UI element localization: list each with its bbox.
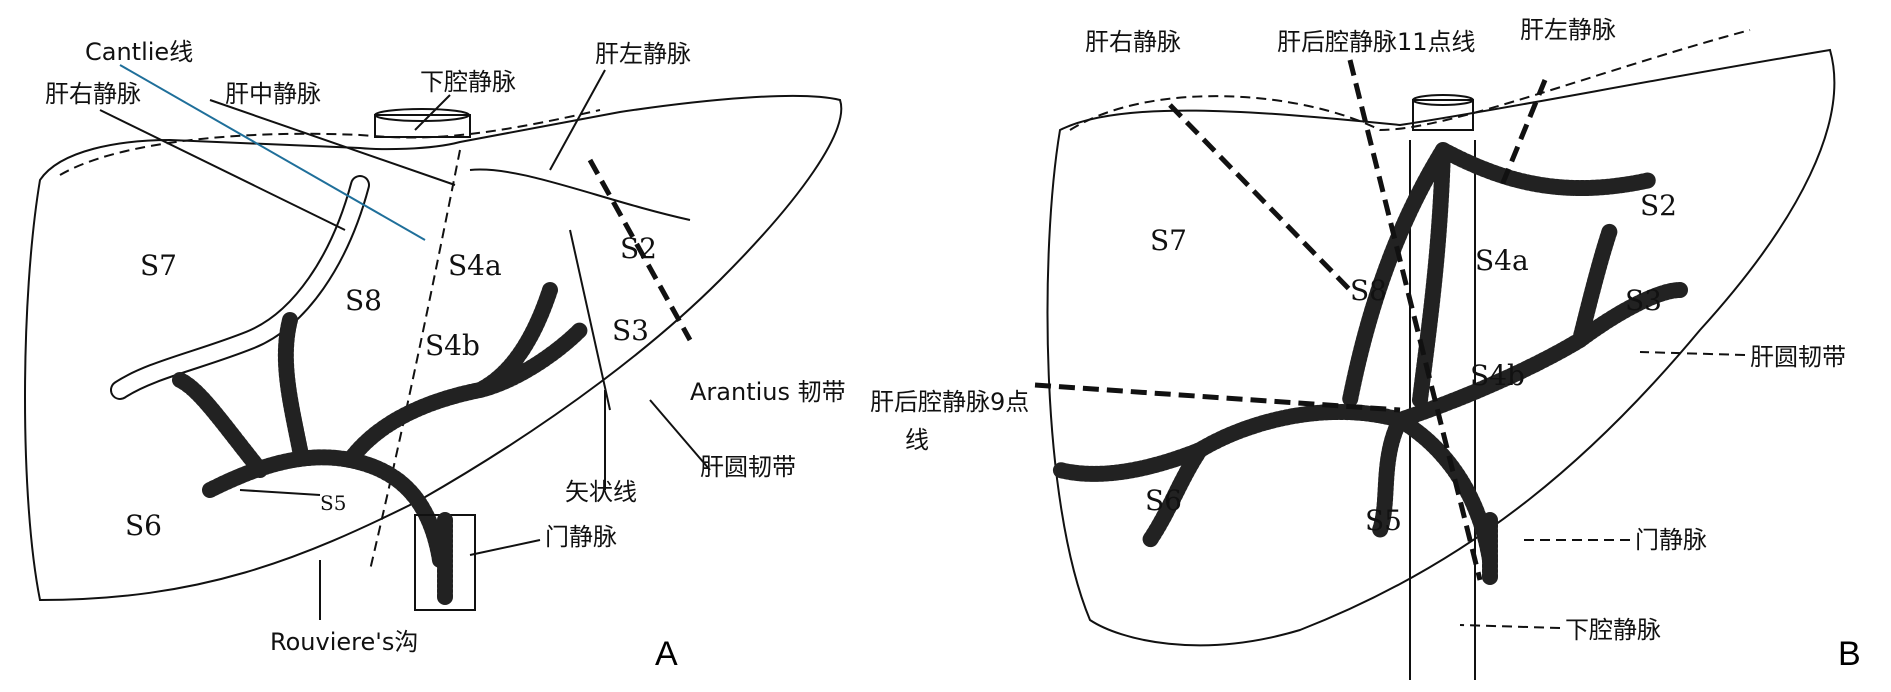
- segment-s3-a: S3: [612, 314, 649, 347]
- segment-s4a-a: S4a: [448, 249, 502, 282]
- ivc-stump-a: [374, 114, 471, 138]
- cantlie-line: [119, 64, 426, 241]
- panel-b: 肝右静脉 肝后腔静脉11点线 肝左静脉 肝圆韧带 肝后腔静脉9点 线 门静脉 下…: [870, 16, 1861, 680]
- ivc-top-a: [374, 108, 470, 122]
- segment-s2-b: S2: [1640, 189, 1677, 222]
- left-hepatic-vein-label-a: 肝左静脉: [595, 40, 691, 68]
- hepatic-veins-b: [1342, 142, 1658, 408]
- s5-arrow-a: [239, 489, 321, 496]
- arantius-dash-a: [587, 158, 693, 342]
- sagittal-line-a: [569, 229, 611, 411]
- leader-round-lig-b: [1639, 351, 1746, 356]
- ivc-9-line-label-b-2: 线: [905, 426, 929, 454]
- segment-s5-a: S5: [320, 491, 346, 515]
- segment-s2-a: S2: [620, 232, 657, 265]
- segment-s8-a: S8: [345, 284, 382, 317]
- leader-round-lig-a: [649, 399, 711, 471]
- diaphragm-line-a: [59, 109, 601, 176]
- portal-branches-b: [1052, 222, 1688, 568]
- left-hepatic-vein-label-b: 肝左静脉: [1520, 16, 1616, 44]
- ivc-9-line-label-b: 肝后腔静脉9点: [870, 388, 1029, 416]
- round-ligament-label-b: 肝圆韧带: [1750, 343, 1846, 371]
- leader-left-hepatic-a: [549, 69, 606, 171]
- middle-hepatic-vein-label-a: 肝中静脉: [225, 80, 321, 108]
- leader-middle-hepatic-a: [209, 99, 456, 186]
- segment-s6-b: S6: [1145, 484, 1182, 517]
- sagittal-line-label-a: 矢状线: [565, 478, 637, 506]
- ivc-label-b: 下腔静脉: [1565, 616, 1661, 644]
- ivc-11-line-label-b: 肝后腔静脉11点线: [1277, 28, 1476, 56]
- segment-s5-b: S5: [1365, 504, 1402, 537]
- segment-s4a-b: S4a: [1475, 244, 1529, 277]
- leader-portal-a: [469, 539, 541, 556]
- cantlie-line-label: Cantlie线: [85, 38, 193, 66]
- panel-a: Cantlie线 肝右静脉 肝中静脉 下腔静脉 肝左静脉 Arantius 韧带…: [24, 38, 846, 673]
- segment-s3-b: S3: [1625, 284, 1662, 317]
- right-hepatic-vein-a: [110, 175, 370, 400]
- portal-branches-a: [172, 282, 588, 568]
- panel-label-a: A: [655, 635, 678, 673]
- right-hepatic-vein-label-b: 肝右静脉: [1085, 28, 1181, 56]
- liver-outline-a: [24, 94, 843, 602]
- segment-s6-a: S6: [125, 509, 162, 542]
- right-hepatic-vein-label-a: 肝右静脉: [45, 80, 141, 108]
- ivc-11-line-b: [1347, 59, 1483, 581]
- middle-hepatic-line-a: [369, 149, 461, 571]
- ivc-label-a: 下腔静脉: [420, 68, 516, 96]
- leader-right-hepatic-b: [1168, 103, 1352, 292]
- rouviere-label-a: Rouviere's沟: [270, 628, 418, 656]
- segment-s7-b: S7: [1150, 224, 1187, 257]
- liver-outline-b: [1046, 48, 1836, 647]
- left-hepatic-vein-a: [469, 168, 691, 221]
- segment-s4b-a: S4b: [425, 329, 480, 362]
- ivc-stump-b: [1412, 99, 1474, 131]
- leader-ivc-a: [414, 94, 451, 131]
- leader-left-hepatic-b: [1497, 79, 1548, 191]
- leader-right-hepatic-a: [99, 109, 346, 231]
- round-ligament-label-a: 肝圆韧带: [700, 453, 796, 481]
- ivc-9-line-b: [1034, 382, 1401, 413]
- panel-label-b: B: [1838, 635, 1861, 673]
- arantius-label-a: Arantius 韧带: [690, 378, 846, 406]
- segment-s7-a: S7: [140, 249, 177, 282]
- portal-vein-label-a: 门静脉: [545, 523, 617, 551]
- segment-s4b-b: S4b: [1470, 359, 1525, 392]
- diaphragm-line-b: [1069, 29, 1751, 132]
- leader-ivc-b: [1459, 624, 1561, 629]
- ivc-top-b: [1412, 94, 1474, 106]
- portal-vein-label-b: 门静脉: [1635, 526, 1707, 554]
- segment-s8-b: S8: [1350, 274, 1387, 307]
